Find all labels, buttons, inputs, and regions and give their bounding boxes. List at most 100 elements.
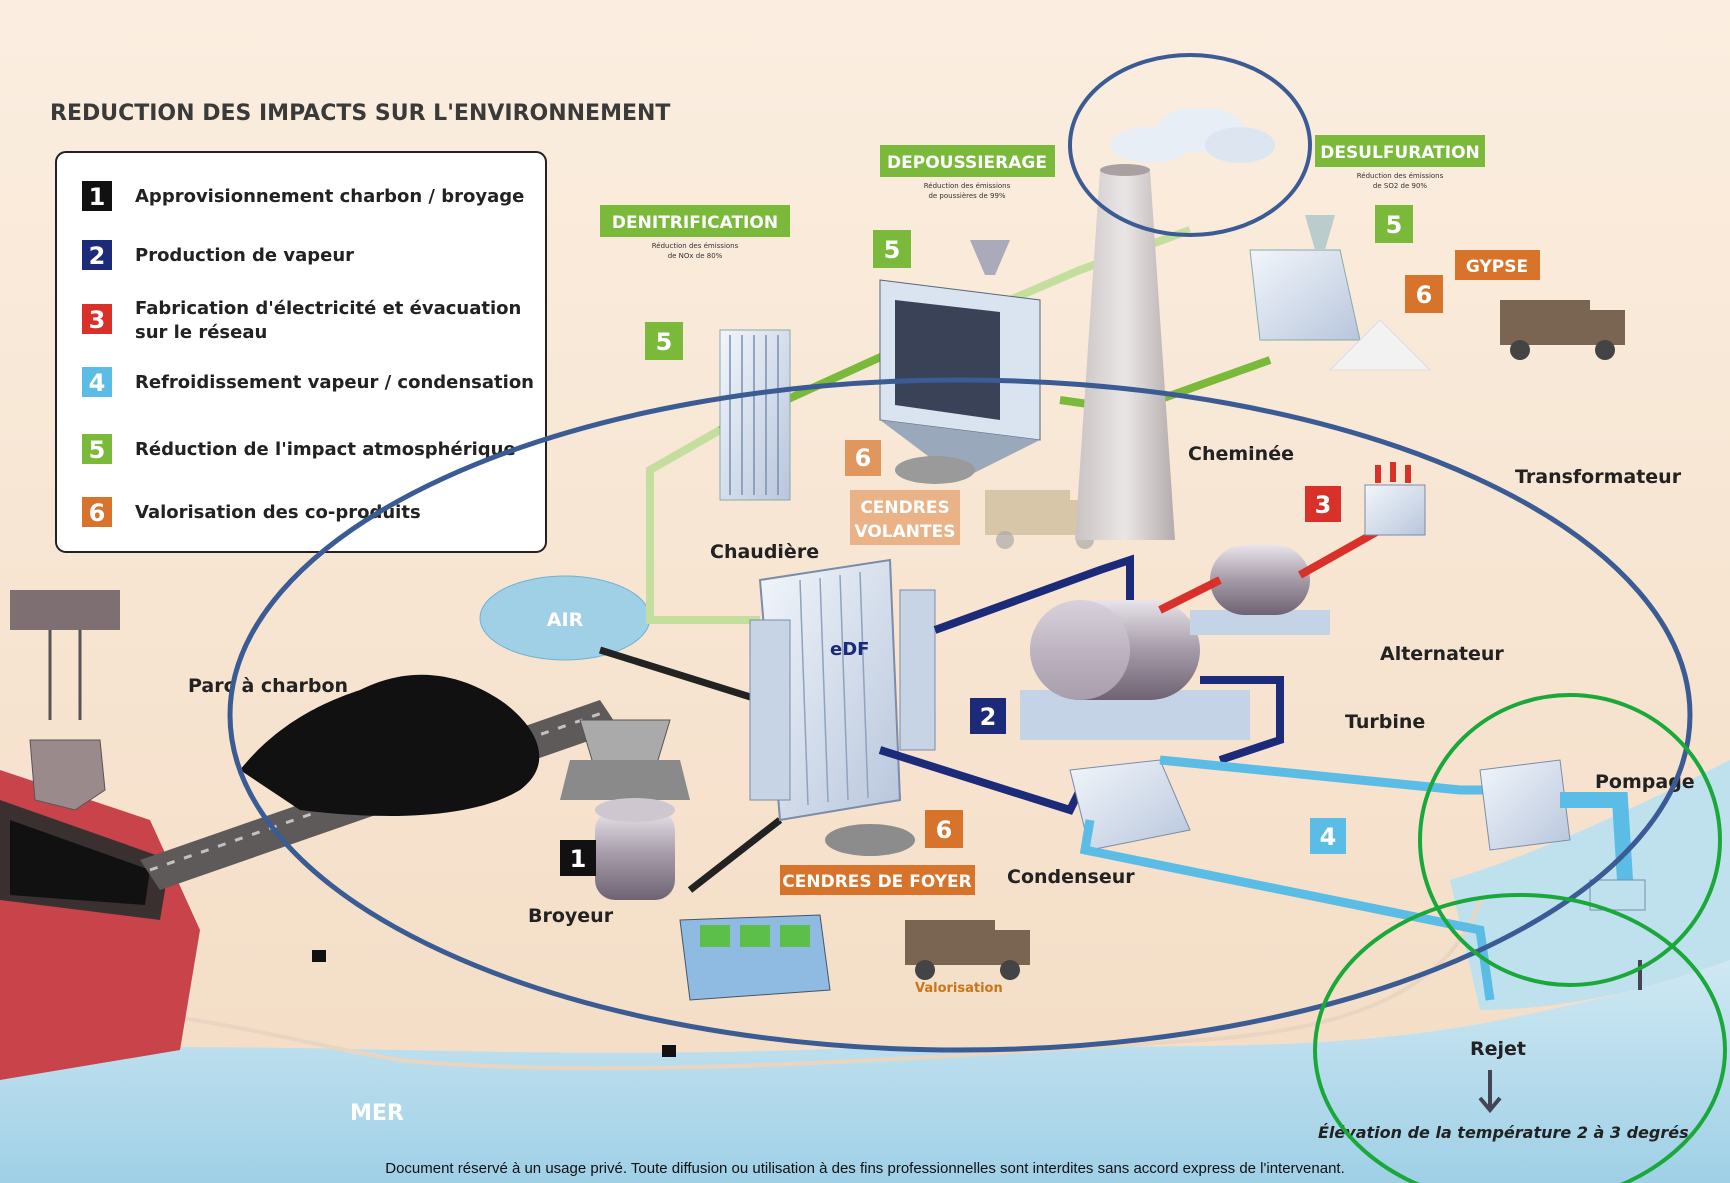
svg-text:2: 2	[980, 703, 997, 731]
power-line	[1298, 526, 1382, 579]
air-pipe	[598, 646, 762, 704]
badge-5: 5	[645, 322, 683, 360]
legend-item: 4 Refroidissement vapeur / condensation	[82, 367, 534, 397]
svg-text:GYPSE: GYPSE	[1466, 257, 1528, 277]
svg-text:DESULFURATION: DESULFURATION	[1320, 143, 1480, 163]
tag-gypse: GYPSE	[1455, 250, 1540, 280]
badge-5: 5	[1375, 205, 1413, 243]
label-cheminee: Cheminée	[1188, 443, 1294, 465]
svg-text:CENDRES DE FOYER: CENDRES DE FOYER	[782, 872, 971, 892]
valorisation-label: Valorisation	[915, 981, 1003, 996]
label-turbine: Turbine	[1345, 711, 1425, 733]
svg-text:3: 3	[1315, 491, 1332, 519]
smoke-plume	[1110, 108, 1275, 163]
svg-text:1: 1	[570, 845, 587, 873]
highlight-plant-ellipse	[227, 377, 1693, 1053]
svg-text:sur le réseau: sur le réseau	[135, 322, 267, 343]
shore-line	[0, 899, 1482, 1071]
badge-6: 6	[845, 440, 881, 476]
coal-feed-pipe	[687, 817, 783, 893]
crane-arm	[10, 590, 120, 630]
label-parc-charbon: Parc à charbon	[188, 675, 348, 697]
svg-text:CENDRES: CENDRES	[860, 498, 949, 518]
badge-6: 6	[1405, 275, 1443, 313]
svg-text:DEPOUSSIERAGE: DEPOUSSIERAGE	[887, 153, 1047, 173]
svg-text:Réduction de l'impact atmosphé: Réduction de l'impact atmosphérique	[135, 439, 516, 460]
coal-pile	[240, 674, 540, 816]
tag-depoussierage: DEPOUSSIERAGE Réduction des émissions de…	[880, 145, 1055, 200]
bottom-ash-truck	[905, 920, 995, 965]
bottom-ash-pile	[825, 824, 915, 856]
legend-item: 5 Réduction de l'impact atmosphérique	[82, 434, 516, 464]
label-broyeur: Broyeur	[528, 905, 614, 927]
condenser	[1069, 759, 1191, 851]
svg-text:de SO2 de 90%: de SO2 de 90%	[1373, 182, 1427, 190]
alternator	[1210, 545, 1310, 615]
svg-text:Approvisionnement charbon / br: Approvisionnement charbon / broyage	[135, 186, 524, 207]
svg-text:6: 6	[1416, 281, 1433, 309]
transformer	[1364, 484, 1426, 536]
svg-text:VOLANTES: VOLANTES	[855, 522, 956, 542]
svg-text:Réduction des émissions: Réduction des émissions	[1357, 172, 1444, 180]
legend-item: 6 Valorisation des co-produits	[82, 497, 421, 527]
fly-ash-truck	[985, 490, 1070, 535]
chimney	[1075, 170, 1175, 540]
label-alternateur: Alternateur	[1380, 643, 1504, 665]
badge-2: 2	[970, 698, 1006, 734]
svg-text:5: 5	[656, 328, 673, 356]
legend-box	[55, 151, 547, 553]
legend-item: 2 Production de vapeur	[82, 240, 354, 270]
label-air: AIR	[547, 609, 584, 631]
label-rejet: Rejet	[1470, 1038, 1526, 1060]
label-transformateur: Transformateur	[1515, 466, 1682, 488]
highlight-smoke-ellipse	[1068, 53, 1312, 237]
svg-text:5: 5	[1386, 211, 1403, 239]
label-pompage: Pompage	[1595, 771, 1695, 793]
svg-text:Réduction des émissions: Réduction des émissions	[924, 182, 1011, 190]
diagram-title: REDUCTION DES IMPACTS SUR L'ENVIRONNEMEN…	[50, 101, 670, 126]
tag-cendres-volantes: CENDRES VOLANTES	[850, 490, 960, 545]
tag-cendres-foyer: CENDRES DE FOYER	[780, 865, 975, 895]
svg-text:1: 1	[89, 183, 106, 211]
sea	[0, 960, 1730, 1183]
badge-1: 1	[560, 840, 596, 876]
gypsum-truck	[1500, 300, 1590, 345]
label-elevation: Élévation de la température 2 à 3 degrés	[1318, 1123, 1689, 1142]
shaft	[1158, 576, 1222, 614]
highlight-pump-circle	[1418, 693, 1722, 987]
highlight-rejet-circle	[1313, 893, 1727, 1183]
badge-4: 4	[1310, 818, 1346, 854]
svg-text:Fabrication d'électricité et é: Fabrication d'électricité et évacuation	[135, 298, 521, 319]
svg-text:Refroidissement vapeur / conde: Refroidissement vapeur / condensation	[135, 372, 534, 393]
svg-text:3: 3	[89, 306, 106, 334]
svg-text:Réduction des émissions: Réduction des émissions	[652, 242, 739, 250]
svg-text:5: 5	[89, 436, 106, 464]
label-condenseur: Condenseur	[1007, 866, 1135, 888]
tag-desulfuration: DESULFURATION Réduction des émissions de…	[1315, 135, 1485, 190]
steam-pipe-top	[933, 554, 1134, 634]
feeder	[560, 760, 690, 800]
broyeur-mill	[595, 810, 675, 900]
bollard	[312, 950, 326, 962]
edf-logo: eDF	[830, 639, 869, 660]
label-chaudiere: Chaudière	[710, 541, 819, 563]
intake-grid	[1589, 879, 1646, 911]
label-mer: MER	[350, 1101, 404, 1126]
badge-3: 3	[1305, 486, 1341, 522]
badge-6: 6	[925, 810, 963, 848]
svg-text:6: 6	[936, 816, 953, 844]
desulfurization-unit	[1249, 249, 1361, 341]
cooling-out	[1079, 819, 1495, 1001]
bollard	[662, 1045, 676, 1057]
footer-disclaimer: Document réservé à un usage privé. Toute…	[385, 1160, 1345, 1177]
svg-text:6: 6	[89, 499, 106, 527]
badge-5: 5	[873, 230, 911, 268]
tag-denitrification: DENITRIFICATION Réduction des émissions …	[600, 205, 790, 260]
legend-item: 1 Approvisionnement charbon / broyage	[82, 181, 524, 211]
fly-ash-pile	[895, 456, 975, 484]
svg-text:de NOx de 80%: de NOx de 80%	[668, 252, 723, 260]
svg-text:Valorisation des co-produits: Valorisation des co-produits	[135, 502, 421, 523]
ship-coal	[10, 820, 150, 905]
svg-text:4: 4	[1320, 823, 1337, 851]
